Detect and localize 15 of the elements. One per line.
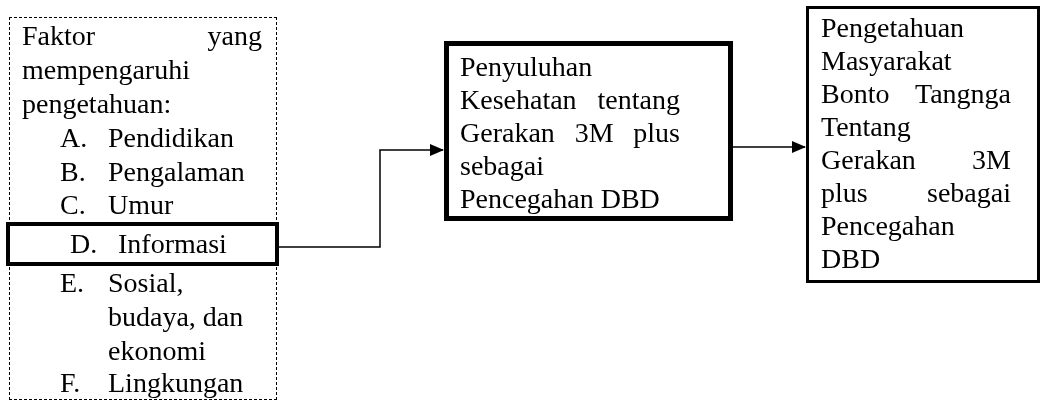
box-text: Pengetahuan Masyarakat Bonto Tangnga Tentang Gerakan 3M plus sebagai Pencegahan DBD bbox=[821, 11, 1011, 275]
list-item: E. Sosial, budaya, dan ekonomi bbox=[60, 266, 245, 368]
outcome-box bbox=[806, 6, 1040, 283]
heading-text: Faktor yang mempengaruhi pengetahuan: bbox=[22, 19, 262, 121]
process-box bbox=[444, 41, 733, 221]
arrow bbox=[732, 141, 806, 153]
highlighted-list-item bbox=[6, 222, 279, 266]
list-item: B. Pengalaman bbox=[60, 155, 246, 189]
arrow bbox=[278, 144, 444, 248]
list-item: D. Informasi bbox=[70, 227, 228, 261]
box-text: Penyuluhan Kesehatan tentang Gerakan 3M plus sebagai Pencegahan DBD bbox=[460, 50, 680, 215]
list-item: F. Lingkungan bbox=[60, 366, 245, 400]
factor-list-box bbox=[9, 17, 277, 400]
list-item: A. Pendidikan bbox=[60, 121, 235, 155]
list-item: C. Umur bbox=[60, 188, 175, 222]
